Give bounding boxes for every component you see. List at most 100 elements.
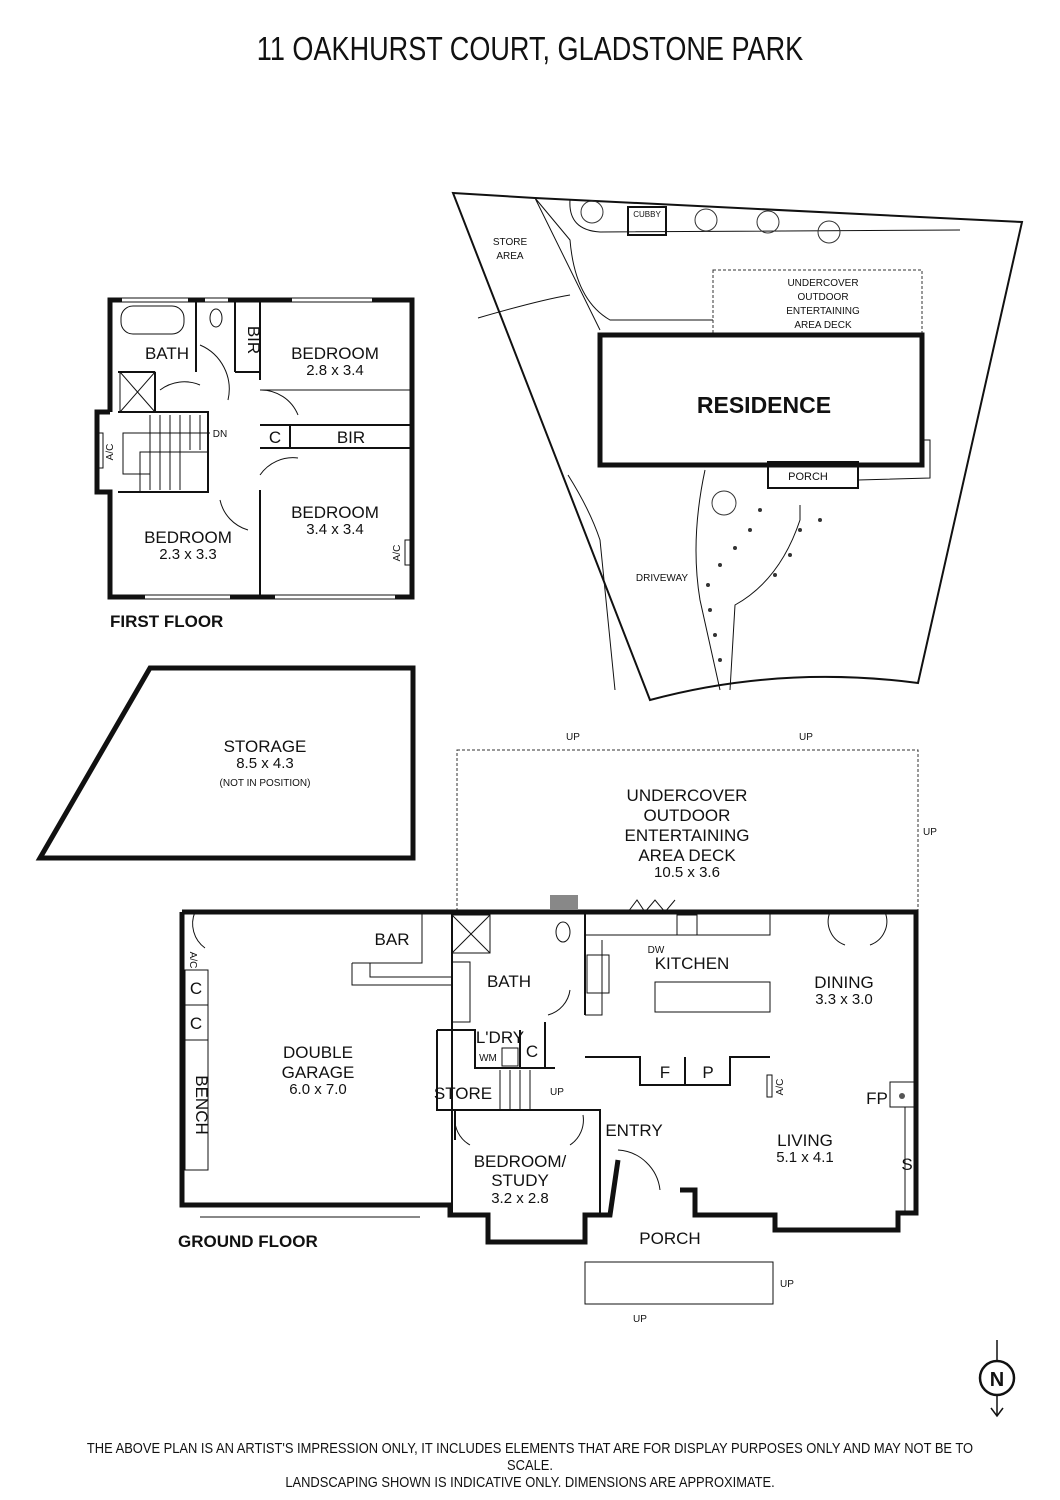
driveway-label: DRIVEWAY: [636, 573, 689, 584]
stairs-down-label: DN: [213, 429, 227, 440]
disclaimer-line: LANDSCAPING SHOWN IS INDICATIVE ONLY. DI…: [285, 1474, 775, 1491]
deck: [456, 749, 919, 913]
room-label-bedroom: BEDROOM: [144, 528, 232, 547]
stairs-up: UP: [550, 1087, 564, 1098]
shrub-icon: [706, 508, 822, 662]
closet-label: C: [526, 1042, 538, 1061]
stairs-icon: [122, 415, 210, 493]
north-arrow-icon: N: [978, 1340, 1016, 1418]
ac-label: A/C: [392, 545, 403, 562]
sink-icon: [676, 914, 698, 936]
porch-stairs-up: UP: [633, 1314, 647, 1325]
room-label-bedroom-study: BEDROOM/: [474, 1152, 567, 1171]
site-deck-label: OUTDOOR: [797, 292, 848, 303]
vanity-icon: [451, 961, 471, 1023]
cubby-label: CUBBY: [633, 210, 661, 219]
room-dimension: 5.1 x 4.1: [776, 1149, 834, 1166]
fireplace-icon: [889, 1081, 915, 1108]
ac-unit: [96, 432, 104, 469]
site-deck-label: AREA DECK: [794, 320, 852, 331]
cooktop-icon: [586, 954, 610, 994]
shower-icon: [119, 371, 156, 413]
room-label-dining: DINING: [814, 973, 874, 992]
kitchen-island: [654, 981, 771, 1013]
chimney-icon: [550, 895, 578, 909]
room-dimension: 3.4 x 3.4: [306, 521, 364, 538]
toilet-icon: [555, 921, 571, 943]
toilet-icon: [209, 308, 223, 328]
room-label-bedroom: BEDROOM: [291, 503, 379, 522]
washing-machine-icon: [501, 1047, 519, 1067]
shelf-label: S: [901, 1155, 912, 1174]
store-area-label: STORE: [493, 237, 528, 248]
ground-floor-plan: UP UP UP UP UP UP UNDERCOVER OUTDOOR ENT…: [178, 732, 937, 1325]
site-deck: [712, 269, 923, 336]
room-label-closet: C: [269, 428, 281, 447]
room-label-bath: BATH: [487, 972, 531, 991]
room-dimension: 3.2 x 2.8: [491, 1190, 549, 1207]
room-label-bir: BIR: [337, 428, 365, 447]
room-label-garage: GARAGE: [282, 1063, 355, 1082]
room-label-bar: BAR: [375, 930, 410, 949]
ac-unit: [404, 539, 412, 566]
pantry-label: P: [702, 1063, 713, 1082]
storage-plan: STORAGE 8.5 x 4.3 (NOT IN POSITION): [35, 665, 416, 861]
deck-label: OUTDOOR: [644, 806, 731, 825]
storage-note: (NOT IN POSITION): [220, 778, 311, 789]
disclaimer-line: THE ABOVE PLAN IS AN ARTIST'S IMPRESSION…: [86, 1440, 974, 1474]
room-label-bath: BATH: [145, 344, 189, 363]
stairs-icon: [499, 1070, 531, 1110]
site-porch-label: PORCH: [788, 471, 828, 483]
bathtub-icon: [120, 305, 185, 335]
room-dimension: 6.0 x 7.0: [289, 1081, 347, 1098]
room-label-kitchen: KITCHEN: [655, 954, 730, 973]
room-label-living: LIVING: [777, 1131, 833, 1150]
deck-stairs-up: UP: [799, 732, 813, 743]
room-dimension: 2.3 x 3.3: [159, 546, 217, 563]
door-swing: [192, 899, 888, 1191]
ac-label: A/C: [775, 1079, 786, 1096]
first-floor-label: FIRST FLOOR: [110, 612, 223, 631]
deck-label: ENTERTAINING: [625, 826, 750, 845]
dishwasher-label: DW: [648, 945, 665, 956]
room-label-laundry: L'DRY: [476, 1028, 524, 1047]
deck-dimension: 10.5 x 3.6: [654, 864, 720, 881]
site-cubby: [627, 206, 667, 236]
storage-label: STORAGE: [224, 737, 307, 756]
page-title: 11 OAKHURST COURT, GLADSTONE PARK: [256, 30, 804, 67]
ac-unit: [766, 1074, 773, 1098]
site-residence: [597, 332, 925, 468]
site-porch: [767, 461, 859, 489]
wm-label: WM: [479, 1053, 497, 1064]
deck-label: AREA DECK: [638, 846, 736, 865]
room-dimension: 3.3 x 3.0: [815, 991, 873, 1008]
window: [122, 298, 395, 599]
fireplace-label: FP: [866, 1089, 888, 1108]
tree-icon: [580, 200, 841, 516]
closet-label: C: [190, 979, 202, 998]
site-deck-label: UNDERCOVER: [787, 278, 858, 289]
room-label-bir: BIR: [244, 326, 263, 354]
site-plan: STORE AREA CUBBY UNDERCOVER OUTDOOR ENTE…: [451, 191, 1024, 702]
fireplace-icon: [899, 1093, 905, 1099]
room-label-garage: DOUBLE: [283, 1043, 353, 1062]
store-area-label: AREA: [496, 251, 524, 262]
residence-label: RESIDENCE: [697, 392, 831, 418]
deck-label: UNDERCOVER: [627, 786, 748, 805]
shower-icon: [451, 914, 491, 954]
site-deck-label: ENTERTAINING: [786, 306, 860, 317]
bench-label: BENCH: [192, 1075, 211, 1135]
ground-floor-label: GROUND FLOOR: [178, 1232, 318, 1251]
fridge-label: F: [660, 1063, 670, 1082]
disclaimer: THE ABOVE PLAN IS AN ARTIST'S IMPRESSION…: [74, 1440, 986, 1491]
door-swing: [159, 344, 299, 531]
deck-stairs-up: UP: [923, 827, 937, 838]
room-label-entry: ENTRY: [605, 1121, 662, 1140]
room-label-store: STORE: [434, 1084, 492, 1103]
closet-label: C: [190, 1014, 202, 1033]
deck-stairs-up: UP: [566, 732, 580, 743]
north-label: N: [990, 1369, 1004, 1391]
room-label-bedroom-study: STUDY: [491, 1171, 549, 1190]
storage-dimension: 8.5 x 4.3: [236, 755, 294, 772]
